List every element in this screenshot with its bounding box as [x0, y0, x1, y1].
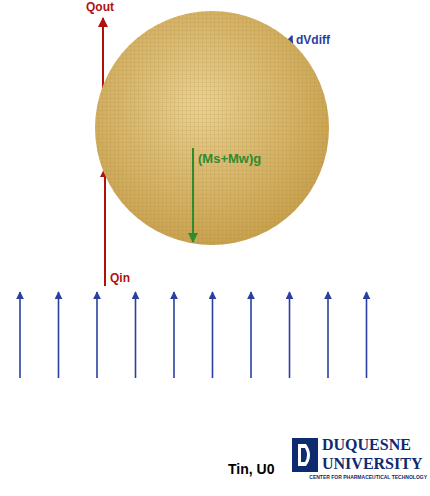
flow-arrow — [19, 292, 21, 378]
flow-label: Qout — [86, 1, 114, 14]
gas-flow-arrows — [20, 292, 367, 378]
logo-text: DUQUESNE — [322, 436, 411, 454]
flow-arrow — [327, 292, 329, 378]
logo-subtext: CENTER FOR PHARMACEUTICAL TECHNOLOGY — [309, 475, 427, 481]
force-label: (Ms+Mw)g — [198, 152, 261, 166]
flow-arrow — [366, 292, 368, 378]
flow-arrow — [135, 292, 137, 378]
flow-label: dVdiff — [296, 34, 330, 47]
weight-arrow — [192, 148, 194, 242]
university-logo — [292, 438, 318, 472]
flow-arrow — [173, 292, 175, 378]
particle-circle: (Ms+Mw)g — [94, 10, 330, 246]
flow-arrow — [289, 292, 291, 378]
flow-arrow — [212, 292, 214, 378]
flow-arrow — [96, 292, 98, 378]
inflow-arrow — [104, 168, 106, 286]
logo-text: UNIVERSITY — [322, 455, 422, 473]
particle-shape — [94, 10, 330, 246]
flow-arrow — [250, 292, 252, 378]
flow-label: Qin — [110, 272, 130, 285]
condition-label: Tin, U0 — [228, 462, 274, 477]
flow-arrow — [58, 292, 60, 378]
